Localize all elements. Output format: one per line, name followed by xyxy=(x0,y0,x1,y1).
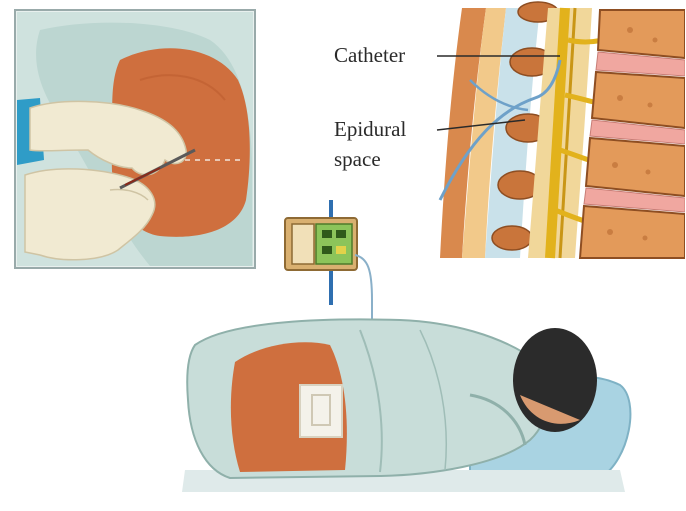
patient-lying xyxy=(182,319,630,492)
infusion-pump xyxy=(285,200,372,322)
spine-cross-section xyxy=(440,2,685,258)
needle-insertion-inset xyxy=(15,10,255,268)
epidural-label-line2: space xyxy=(334,148,381,170)
catheter-label: Catheter xyxy=(334,44,405,66)
epidural-label-line1: Epidural xyxy=(334,118,406,140)
pump-circuit-board xyxy=(316,224,352,264)
catheter-dressing xyxy=(300,385,342,437)
